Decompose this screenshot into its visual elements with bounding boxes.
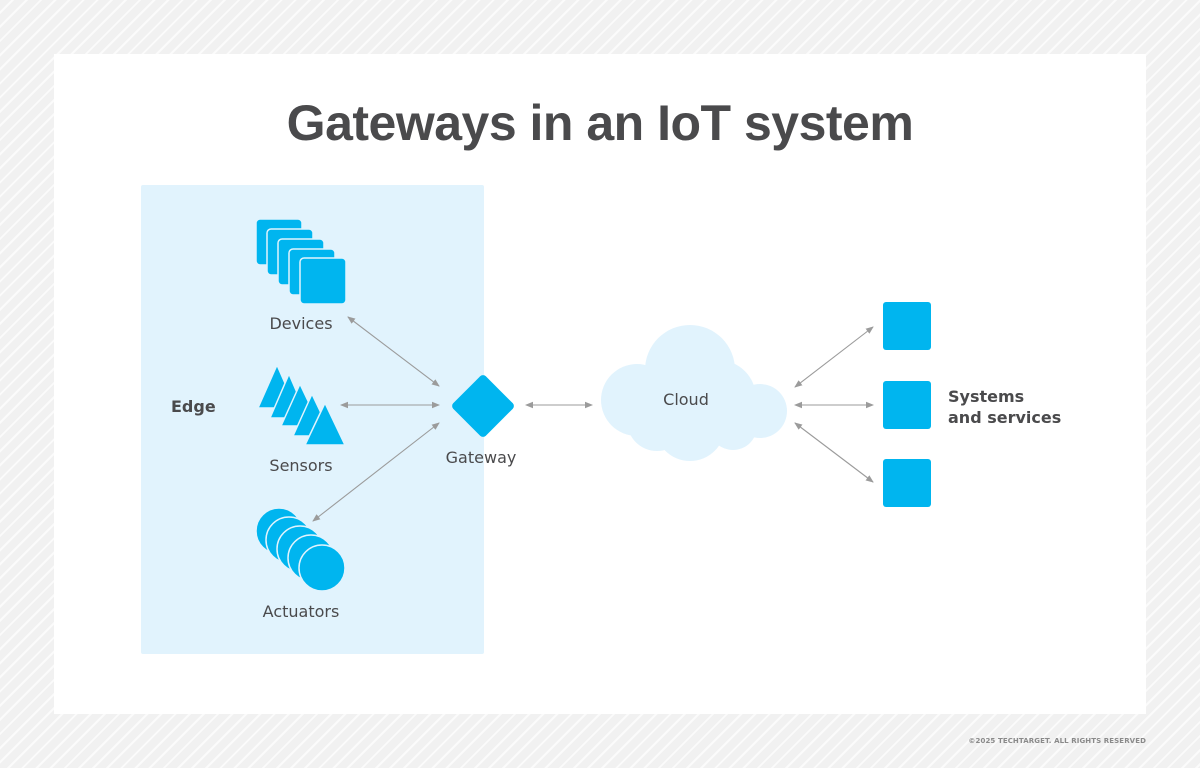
sensors-label: Sensors [269,456,333,475]
diagram-title: Gateways in an IoT system [286,95,914,151]
cloud-label: Cloud [663,390,709,409]
arrow-actuators-gateway [312,422,440,522]
systems-label: Systems and services [948,386,1061,428]
edge-label: Edge [171,397,216,416]
actuators-icon [255,507,346,592]
devices-icon [255,218,347,305]
arrow-cloud-system-1 [794,326,874,388]
sensors-icon [257,364,346,446]
gateway-diamond-icon [452,375,514,437]
system-square-1 [883,302,931,350]
system-square-3 [883,459,931,507]
gateway-label: Gateway [445,448,517,467]
arrow-devices-gateway [347,316,440,387]
arrow-cloud-system-3 [794,422,874,483]
systems-label-line2: and services [948,408,1062,427]
cloud-icon [601,325,787,461]
actuators-label: Actuators [262,602,340,621]
copyright-notice: ©2025 TECHTARGET. ALL RIGHTS RESERVED [968,737,1146,745]
system-square-2 [883,381,931,429]
devices-label: Devices [269,314,333,333]
systems-label-line1: Systems [948,387,1025,406]
